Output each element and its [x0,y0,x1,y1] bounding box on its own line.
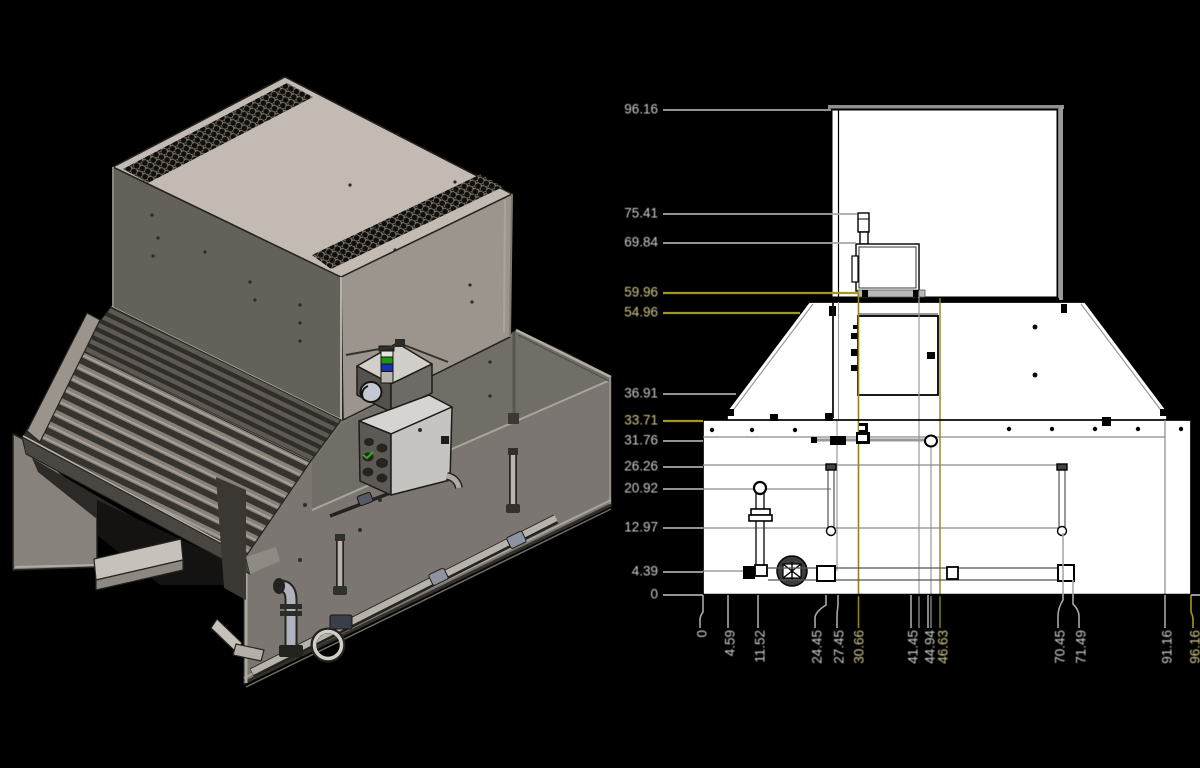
svg-text:36.91: 36.91 [624,386,658,401]
svg-text:41.45: 41.45 [906,630,921,664]
svg-text:46.63: 46.63 [936,630,951,664]
svg-text:20.92: 20.92 [624,481,658,496]
svg-text:96.16: 96.16 [624,102,658,117]
svg-text:59.96: 59.96 [624,285,658,300]
svg-text:44.94: 44.94 [923,630,938,664]
svg-text:70.45: 70.45 [1053,630,1068,664]
svg-text:31.76: 31.76 [624,433,658,448]
svg-text:11.52: 11.52 [753,630,768,663]
svg-text:33.71: 33.71 [624,413,658,428]
svg-text:27.45: 27.45 [832,630,847,664]
svg-text:69.84: 69.84 [624,235,658,250]
svg-text:71.49: 71.49 [1074,630,1089,664]
svg-text:24.45: 24.45 [810,630,825,664]
svg-text:75.41: 75.41 [624,206,658,221]
svg-text:0: 0 [650,587,658,602]
svg-text:30.66: 30.66 [852,630,867,664]
svg-text:4.39: 4.39 [632,564,658,579]
svg-text:54.96: 54.96 [624,305,658,320]
svg-text:26.26: 26.26 [624,459,658,474]
svg-text:4.59: 4.59 [723,630,738,656]
svg-text:91.16: 91.16 [1160,630,1175,664]
svg-text:12.97: 12.97 [624,520,658,535]
svg-text:0: 0 [695,630,710,638]
svg-text:96.16: 96.16 [1188,630,1200,664]
